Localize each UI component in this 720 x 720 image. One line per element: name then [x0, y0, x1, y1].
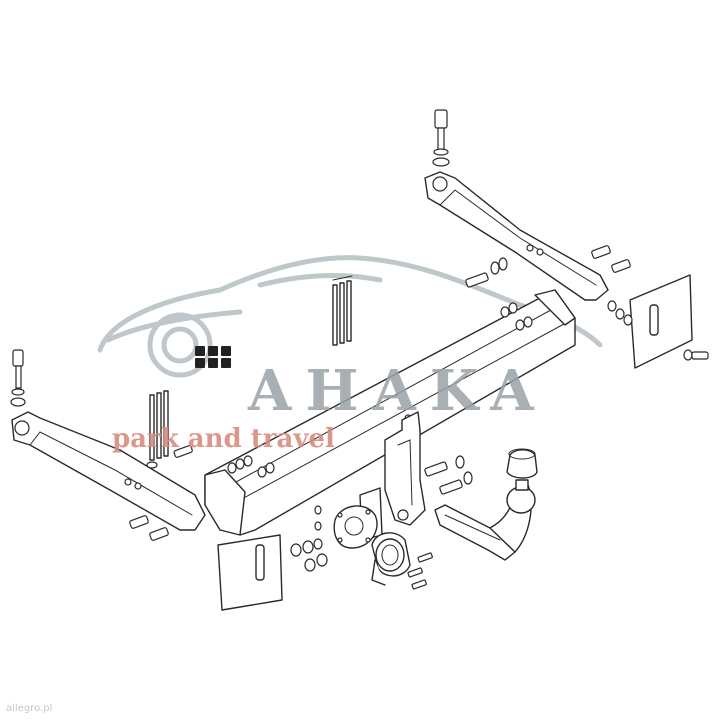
right-side-bracket — [424, 171, 609, 301]
socket-mounting-plate — [333, 487, 383, 549]
footer-watermark: allegro.pl — [6, 703, 53, 714]
left-vertical-bolt-set — [10, 349, 26, 407]
watermark-logo-icon — [195, 346, 231, 368]
center-threaded-rods — [332, 275, 353, 346]
left-side-bracket — [11, 411, 206, 531]
watermark-brand: AHAKA — [247, 358, 548, 424]
left-bracket-bolts — [129, 515, 169, 541]
center-hitch-bracket — [384, 411, 426, 526]
watermark-tagline: park and travel — [112, 424, 335, 454]
right-vertical-bolt-set — [432, 109, 450, 167]
left-reinforcement-plate — [217, 534, 283, 611]
main-crossbar — [204, 289, 576, 536]
left-threaded-rods — [146, 390, 193, 469]
tow-ball-icon — [506, 448, 538, 514]
right-bracket-bolts — [465, 245, 631, 288]
socket-screws — [290, 505, 433, 590]
ball-bolts — [424, 455, 473, 495]
right-reinforcement-plate — [607, 274, 709, 369]
electric-socket-icon — [371, 532, 411, 586]
